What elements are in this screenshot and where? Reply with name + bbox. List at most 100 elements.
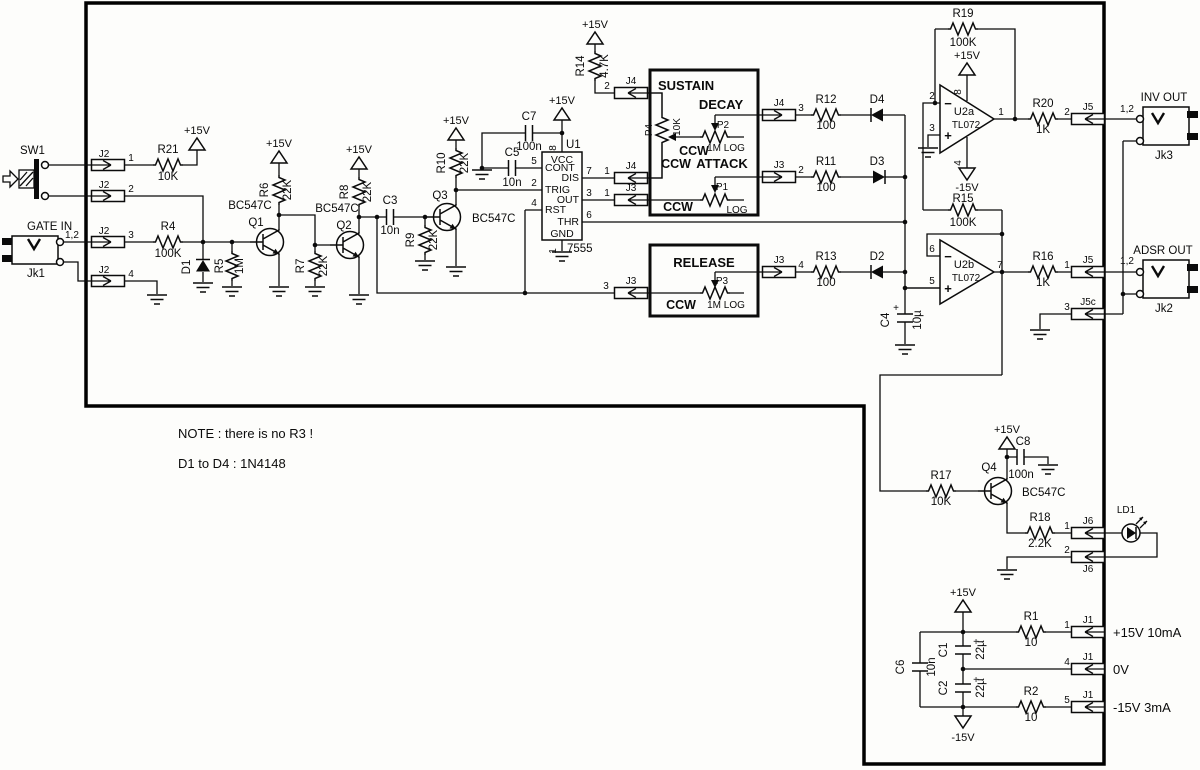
svg-text:J4: J4 [626,76,637,87]
svg-text:+15V: +15V [549,95,576,107]
svg-text:4.7K: 4.7K [599,54,611,78]
svg-text:THR: THR [557,216,579,228]
svg-text:3: 3 [128,230,134,241]
svg-text:+15V: +15V [184,125,211,137]
svg-text:10K: 10K [158,171,179,183]
svg-text:J3: J3 [774,160,785,171]
svg-text:J6: J6 [1083,564,1094,575]
diode-d3: D3 [870,156,886,184]
svg-text:R20: R20 [1032,98,1053,110]
svg-text:2: 2 [128,184,134,195]
svg-text:22µ: 22µ [975,678,987,698]
svg-text:C7: C7 [522,111,537,123]
diode-d2: D2 [870,251,885,279]
svg-text:P3: P3 [716,276,729,287]
svg-text:1M: 1M [234,258,246,274]
svg-text:8: 8 [953,89,964,95]
svg-text:+15V: +15V [954,50,981,62]
svg-text:100K: 100K [950,37,977,49]
svg-text:1K: 1K [1036,124,1050,136]
svg-text:INV OUT: INV OUT [1141,92,1188,104]
svg-text:10n: 10n [380,225,399,237]
svg-text:DIS: DIS [561,172,579,184]
svg-text:2.2K: 2.2K [1028,538,1052,550]
svg-text:C3: C3 [383,195,398,207]
opamp-wires [879,28,1137,492]
pot-p3 [699,286,731,300]
svg-text:2: 2 [929,91,935,102]
svg-text:Q2: Q2 [336,220,351,232]
svg-text:R8: R8 [339,185,351,200]
note-diodes: D1 to D4 : 1N4148 [178,456,286,471]
rail-0v-label: 0V [1113,662,1129,677]
transistor-q1 [249,227,285,257]
svg-text:P1: P1 [716,182,729,193]
resistor-r21 [152,158,184,172]
resistor-r4 [152,235,184,249]
svg-text:R6: R6 [259,183,271,198]
svg-text:4: 4 [953,160,964,166]
svg-text:DECAY: DECAY [699,97,744,112]
svg-text:BC547C: BC547C [315,203,358,215]
svg-text:J4: J4 [626,161,637,172]
connector-j3-4 [761,265,797,279]
svg-text:2: 2 [798,165,804,176]
svg-text:1: 1 [128,153,134,164]
svg-text:Q3: Q3 [432,190,447,202]
connector-j2-2 [90,189,126,203]
svg-text:BC547C: BC547C [228,200,271,212]
svg-text:R18: R18 [1029,512,1050,524]
pcb-outline [84,1,1106,766]
svg-text:LOG: LOG [726,205,747,216]
svg-text:Q1: Q1 [248,217,263,229]
svg-text:4: 4 [128,269,134,280]
mixer-wires [795,114,940,344]
gate-in-label: GATE IN [27,221,72,233]
svg-text:CONT: CONT [545,162,575,174]
ic-u1-7555: VCC CONT TRIG RST DIS OUT THR GND U1 755… [531,139,592,255]
svg-text:22µ: 22µ [975,640,987,660]
svg-text:4: 4 [531,198,537,209]
svg-text:D2: D2 [870,251,885,263]
note-no-r3: NOTE : there is no R3 ! [178,426,313,441]
svg-text:100: 100 [816,182,835,194]
svg-text:1: 1 [998,107,1004,118]
rail-p15-label: +15V 10mA [1113,625,1182,640]
svg-text:J6: J6 [1083,516,1094,527]
svg-text:1M LOG: 1M LOG [707,143,745,154]
switch-sw1: SW1 [2,145,50,201]
svg-text:3: 3 [929,123,935,134]
led-ld1: LD1 [1117,505,1148,543]
svg-text:22K: 22K [459,152,471,173]
svg-text:C6: C6 [895,660,907,675]
svg-text:R13: R13 [815,251,836,263]
vcc-flag [188,137,206,151]
pot-p2 [699,130,731,144]
svg-text:6: 6 [929,244,935,255]
svg-text:4: 4 [1064,657,1070,668]
diode-d1: D1 [181,258,210,274]
svg-text:J3: J3 [626,276,637,287]
svg-text:5: 5 [531,156,537,167]
jack-gate-in: GATE IN 1,2 Jk1 [2,221,79,280]
svg-text:R11: R11 [816,156,836,168]
capacitor-c3: C3 10n [380,195,399,237]
svg-text:+15V: +15V [950,587,977,599]
svg-text:1,2: 1,2 [1120,104,1134,115]
svg-text:2: 2 [604,81,610,92]
svg-text:2: 2 [531,178,537,189]
svg-text:R14: R14 [575,55,587,77]
svg-text:10K: 10K [931,496,952,508]
svg-text:5: 5 [929,276,935,287]
svg-text:BC547C: BC547C [472,213,515,225]
svg-text:+: + [944,281,952,296]
capacitor-c7: C7 100n [516,111,542,153]
opamp-u2b: − + U2b TL072 6 5 7 [929,238,1003,306]
svg-text:1: 1 [1064,620,1070,631]
svg-text:SUSTAIN: SUSTAIN [658,78,714,93]
connector-j3-3 [613,286,649,300]
transistor-q2 [329,230,365,260]
svg-text:10µ: 10µ [912,310,924,330]
svg-text:8: 8 [548,145,559,151]
